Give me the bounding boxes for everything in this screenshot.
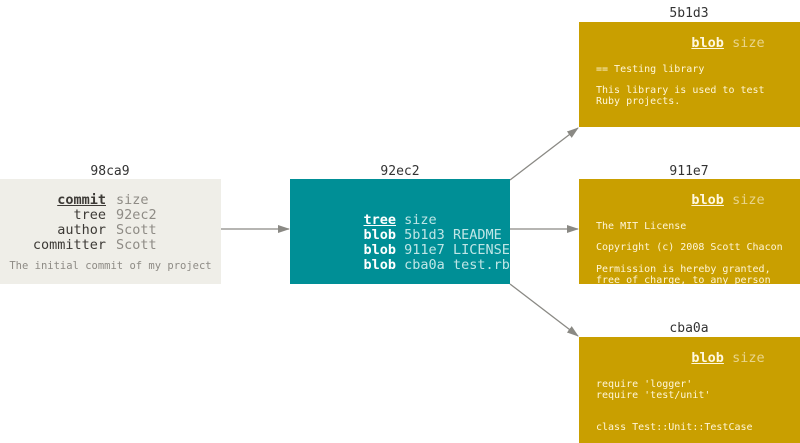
entry-type: blob (363, 227, 397, 243)
tree-entry: blob cba0a test.rb (331, 243, 510, 284)
entry-hash: 5b1d3 (404, 227, 445, 243)
commit-author-label: author (57, 222, 106, 238)
arrow-tree-to-cba0a (509, 283, 579, 337)
blob-type-label: blob (691, 192, 724, 208)
commit-tree-value: 92ec2 (116, 207, 157, 223)
entry-name: LICENSE (452, 242, 510, 258)
blob-hash: 911e7 (669, 164, 709, 179)
blob-line: require 'logger' (596, 379, 693, 390)
commit-type-label: commit (57, 192, 106, 208)
blob-size: size (732, 350, 765, 366)
blob-type-label: blob (691, 35, 724, 51)
commit-tree-label: tree (73, 207, 106, 223)
blob-size: size (732, 35, 765, 51)
blob-size: size (732, 192, 765, 208)
blob-line: Ruby projects. (596, 96, 681, 107)
blob-object-5b1d3: blob size == Testing library This librar… (579, 22, 800, 127)
blob-line: free of charge, to any person (596, 275, 771, 284)
blob-hash: cba0a (669, 321, 709, 336)
blob-line: require 'test/unit' (596, 390, 711, 401)
arrow-tree-to-5b1d3 (509, 127, 579, 181)
commit-object: commit size tree 92ec2 author Scott comm… (0, 179, 221, 284)
blob-line: class Test::Unit::TestCase (596, 422, 753, 433)
commit-committer-value: Scott (116, 237, 157, 253)
blob-line: Permission is hereby granted, (596, 264, 771, 275)
entry-name: README (452, 227, 502, 243)
blob-line: This library is used to test (596, 85, 765, 96)
blob-object-cba0a: blob size require 'logger' require 'test… (579, 337, 800, 443)
tree-entry: blob 5b1d3 README (331, 213, 502, 258)
tree-entry: blob 911e7 LICENSE (331, 228, 510, 273)
tree-object: tree size blob 5b1d3 README blob 911e7 L… (290, 179, 510, 284)
entry-type: blob (363, 257, 397, 273)
tree-size: size (404, 212, 437, 228)
entry-type: blob (363, 242, 397, 258)
blob-type-label: blob (691, 350, 724, 366)
entry-hash: cba0a (404, 257, 445, 273)
entry-name: test.rb (452, 257, 510, 273)
commit-author-value: Scott (116, 222, 157, 238)
blob-line: Copyright (c) 2008 Scott Chacon (596, 242, 783, 253)
tree-type-label: tree (363, 212, 397, 228)
blob-line: The MIT License (596, 221, 687, 232)
blob-object-911e7: blob size The MIT License Copyright (c) … (579, 179, 800, 284)
commit-message: The initial commit of my project (9, 260, 212, 272)
commit-hash: 98ca9 (90, 164, 130, 179)
entry-hash: 911e7 (404, 242, 445, 258)
tree-hash: 92ec2 (380, 164, 420, 179)
blob-line: == Testing library (596, 64, 705, 75)
blob-hash: 5b1d3 (669, 6, 709, 21)
commit-size: size (116, 192, 149, 208)
commit-committer-label: committer (32, 237, 106, 253)
